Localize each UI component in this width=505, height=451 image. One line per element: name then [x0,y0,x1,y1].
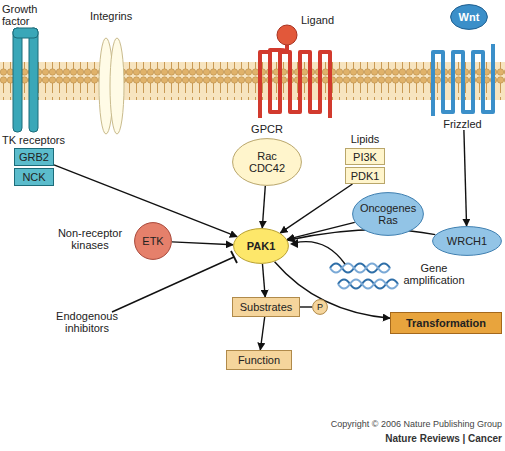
node-text: PDK1 [351,170,380,182]
arrow-connector [260,317,264,350]
oncogene-ellipse: Oncogenes Ras [352,192,424,236]
annotation-label: TK receptors [2,134,82,146]
tk-receptor-symbol [13,28,38,132]
outcome-box: Transformation [390,312,502,334]
substrate-box: Substrates [232,297,300,317]
node-text: WRCH1 [447,235,487,247]
arrow-connector [172,242,233,245]
amplification-arrow [294,242,345,264]
arrow-connector [288,229,436,240]
integrin-symbol [99,38,124,134]
annotation-label: Integrins [90,10,150,22]
dna-helix [330,264,398,289]
annotation-label: Lipids [345,133,385,145]
annotation-label: Ligand [301,14,351,26]
node-text: Rac CDC42 [246,150,288,174]
kinase-box: PDK1 [345,167,385,184]
ligand-ellipse: Wnt [450,4,488,30]
gtpase-ellipse: Rac CDC42 [232,138,302,186]
arrow-connector [300,306,312,307]
annotation-label: Non-receptor kinases [52,227,128,251]
receptor-symbol: Frizzled [425,30,500,130]
lipid-bilayer [0,62,505,100]
annotation-label: Copyright © 2006 Nature Publishing Group [240,418,502,430]
function-box: Function [226,350,292,370]
annotation-label: Growth factor [2,3,52,27]
annotation-label: Gene amplification [398,262,470,286]
kinase-circle: ETK [134,222,172,260]
node-text: Function [238,354,280,366]
node-text: PI3K [353,151,377,163]
node-text: ETK [142,235,163,247]
adaptor-box: NCK [14,168,54,186]
annotation-label: Nature Reviews | Cancer [240,433,502,445]
membrane-core [0,62,505,100]
arrow-connector [262,264,265,297]
gtpase-ellipse: WRCH1 [432,226,502,256]
node-text: PAK1 [247,240,276,252]
node-text: Oncogenes Ras [360,202,416,226]
node-text: Wnt [459,11,480,23]
arrow-connector [464,130,467,226]
amplification-arrowhead [290,239,298,248]
node-text: Transformation [406,317,486,329]
node-text: P [317,301,323,313]
node-text: Frizzled [443,118,482,130]
annotation-label: GPCR [242,123,292,135]
kinase-box: PI3K [345,148,385,165]
node-text: GRB2 [19,151,49,163]
gpcr-symbol [260,25,330,118]
receptor-symbol-outline [425,30,500,130]
pak1-ellipse: PAK1 [233,228,289,264]
adaptor-box: GRB2 [14,148,54,166]
annotation-label: Endogenous inhibitors [46,310,128,334]
arrow-connector [262,186,265,228]
phosphate-circle: P [312,299,328,315]
node-text: NCK [22,171,45,183]
inhibition-line [112,257,234,312]
node-text: Substrates [240,301,293,313]
